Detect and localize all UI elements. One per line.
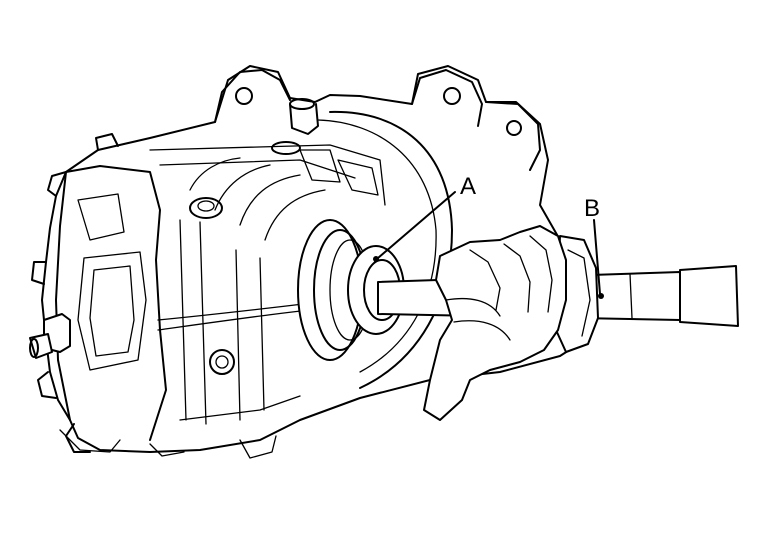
callout-label-a: A <box>460 173 476 200</box>
leader-line-b <box>593 219 601 295</box>
leader-line-a <box>377 191 456 259</box>
leader-dot-b <box>598 293 604 299</box>
callout-leaders <box>373 191 604 299</box>
callout-label-b: B <box>584 195 600 222</box>
leader-dot-a <box>373 256 379 262</box>
hand <box>423 225 567 421</box>
